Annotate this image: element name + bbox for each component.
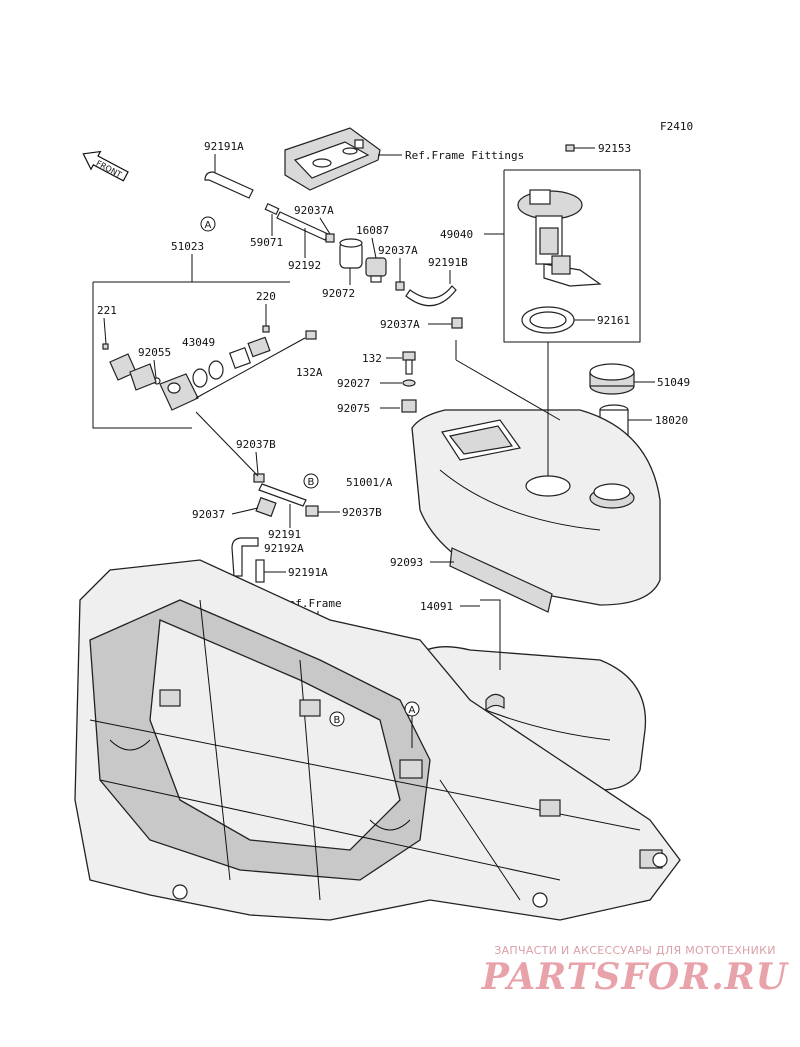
label-92191: 92191 xyxy=(268,528,301,541)
label-49040: 49040 xyxy=(440,228,473,241)
marker-a-lower-label: A xyxy=(409,705,416,716)
label-92153: 92153 xyxy=(598,142,631,155)
label-51049: 51049 xyxy=(657,376,690,389)
label-92055: 92055 xyxy=(138,346,171,359)
label-220: 220 xyxy=(256,290,276,303)
marker-b-lower xyxy=(329,711,345,727)
hose-92191 xyxy=(255,483,307,518)
fuel-cock-gaskets xyxy=(192,336,271,388)
vehicle-frame xyxy=(74,559,681,921)
figure-code: F2410 xyxy=(660,120,693,133)
screw-92153 xyxy=(565,144,582,152)
clamp-92037B-b xyxy=(305,505,319,517)
washer-92027 xyxy=(402,379,416,387)
pad-92093 xyxy=(449,547,553,613)
watermark: ЗАПЧАСТИ И АКСЕССУАРЫ ДЛЯ МОТОТЕХНИКИ PA… xyxy=(480,944,790,997)
label-132A: 132A xyxy=(296,366,323,379)
damper-92075 xyxy=(401,399,417,413)
label-92037B-a: 92037B xyxy=(236,438,276,451)
label-92191A-top: 92191A xyxy=(204,140,244,153)
marker-a-upper xyxy=(200,216,216,232)
watermark-brand: PARTSFOR.RU xyxy=(481,956,789,998)
bolt-132 xyxy=(402,351,416,375)
fuel-cock-lever-plate xyxy=(109,353,157,391)
label-92075: 92075 xyxy=(337,402,370,415)
fuel-cap-51049 xyxy=(589,363,635,395)
label-92192A: 92192A xyxy=(264,542,304,555)
label-92191B: 92191B xyxy=(428,256,468,269)
label-92093: 92093 xyxy=(390,556,423,569)
valve-16087 xyxy=(365,257,387,283)
label-ref-frame-fittings: Ref.Frame Fittings xyxy=(405,149,524,162)
front-arrow-icon: FRONT xyxy=(82,150,129,182)
hose-92191A-top xyxy=(204,171,254,199)
label-59071: 59071 xyxy=(250,236,283,249)
label-132: 132 xyxy=(362,352,382,365)
hose-92191A-bottom xyxy=(231,537,259,577)
label-92072: 92072 xyxy=(322,287,355,300)
label-16087: 16087 xyxy=(356,224,389,237)
clamp-92037A-c xyxy=(451,317,463,329)
marker-b-upper xyxy=(303,473,319,489)
callout-box-51023 xyxy=(92,282,192,429)
watermark-subtitle: ЗАПЧАСТИ И АКСЕССУАРЫ ДЛЯ МОТОТЕХНИКИ xyxy=(494,944,776,957)
frame-fitting-bracket xyxy=(284,127,381,191)
bolt-132A xyxy=(305,330,317,340)
label-92161: 92161 xyxy=(597,314,630,327)
screw-221 xyxy=(102,343,109,350)
callout-box-49040 xyxy=(503,169,641,343)
label-221: 221 xyxy=(97,304,117,317)
clamp-92037A-b xyxy=(395,281,405,291)
fitting-92191A-bottom xyxy=(255,559,265,583)
label-92037A-a: 92037A xyxy=(294,204,334,217)
hose-92191B xyxy=(405,285,457,307)
label-92027: 92027 xyxy=(337,377,370,390)
label-18020: 18020 xyxy=(655,414,688,427)
label-43049: 43049 xyxy=(182,336,215,349)
fuel-cock-body xyxy=(159,373,199,411)
fuel-tank-51001A xyxy=(411,409,661,606)
marker-b-lower-label: B xyxy=(334,715,341,726)
marker-b-upper-label: B xyxy=(308,477,315,488)
label-92037B-b: 92037B xyxy=(342,506,382,519)
label-51023: 51023 xyxy=(171,240,204,253)
clamp-92037B-a xyxy=(253,473,265,483)
marker-a-upper-label: A xyxy=(205,220,212,231)
label-92037: 92037 xyxy=(192,508,225,521)
screw-220 xyxy=(262,325,270,333)
label-92191A-bottom: 92191A xyxy=(288,566,328,579)
label-92192: 92192 xyxy=(288,259,321,272)
fuel-pump-module xyxy=(517,189,602,287)
label-92037A-c: 92037A xyxy=(380,318,420,331)
label-92037A-b: 92037A xyxy=(378,244,418,257)
fuel-filter-92072 xyxy=(339,238,363,269)
label-14091: 14091 xyxy=(420,600,453,613)
label-51001A: 51001/A xyxy=(346,476,393,489)
